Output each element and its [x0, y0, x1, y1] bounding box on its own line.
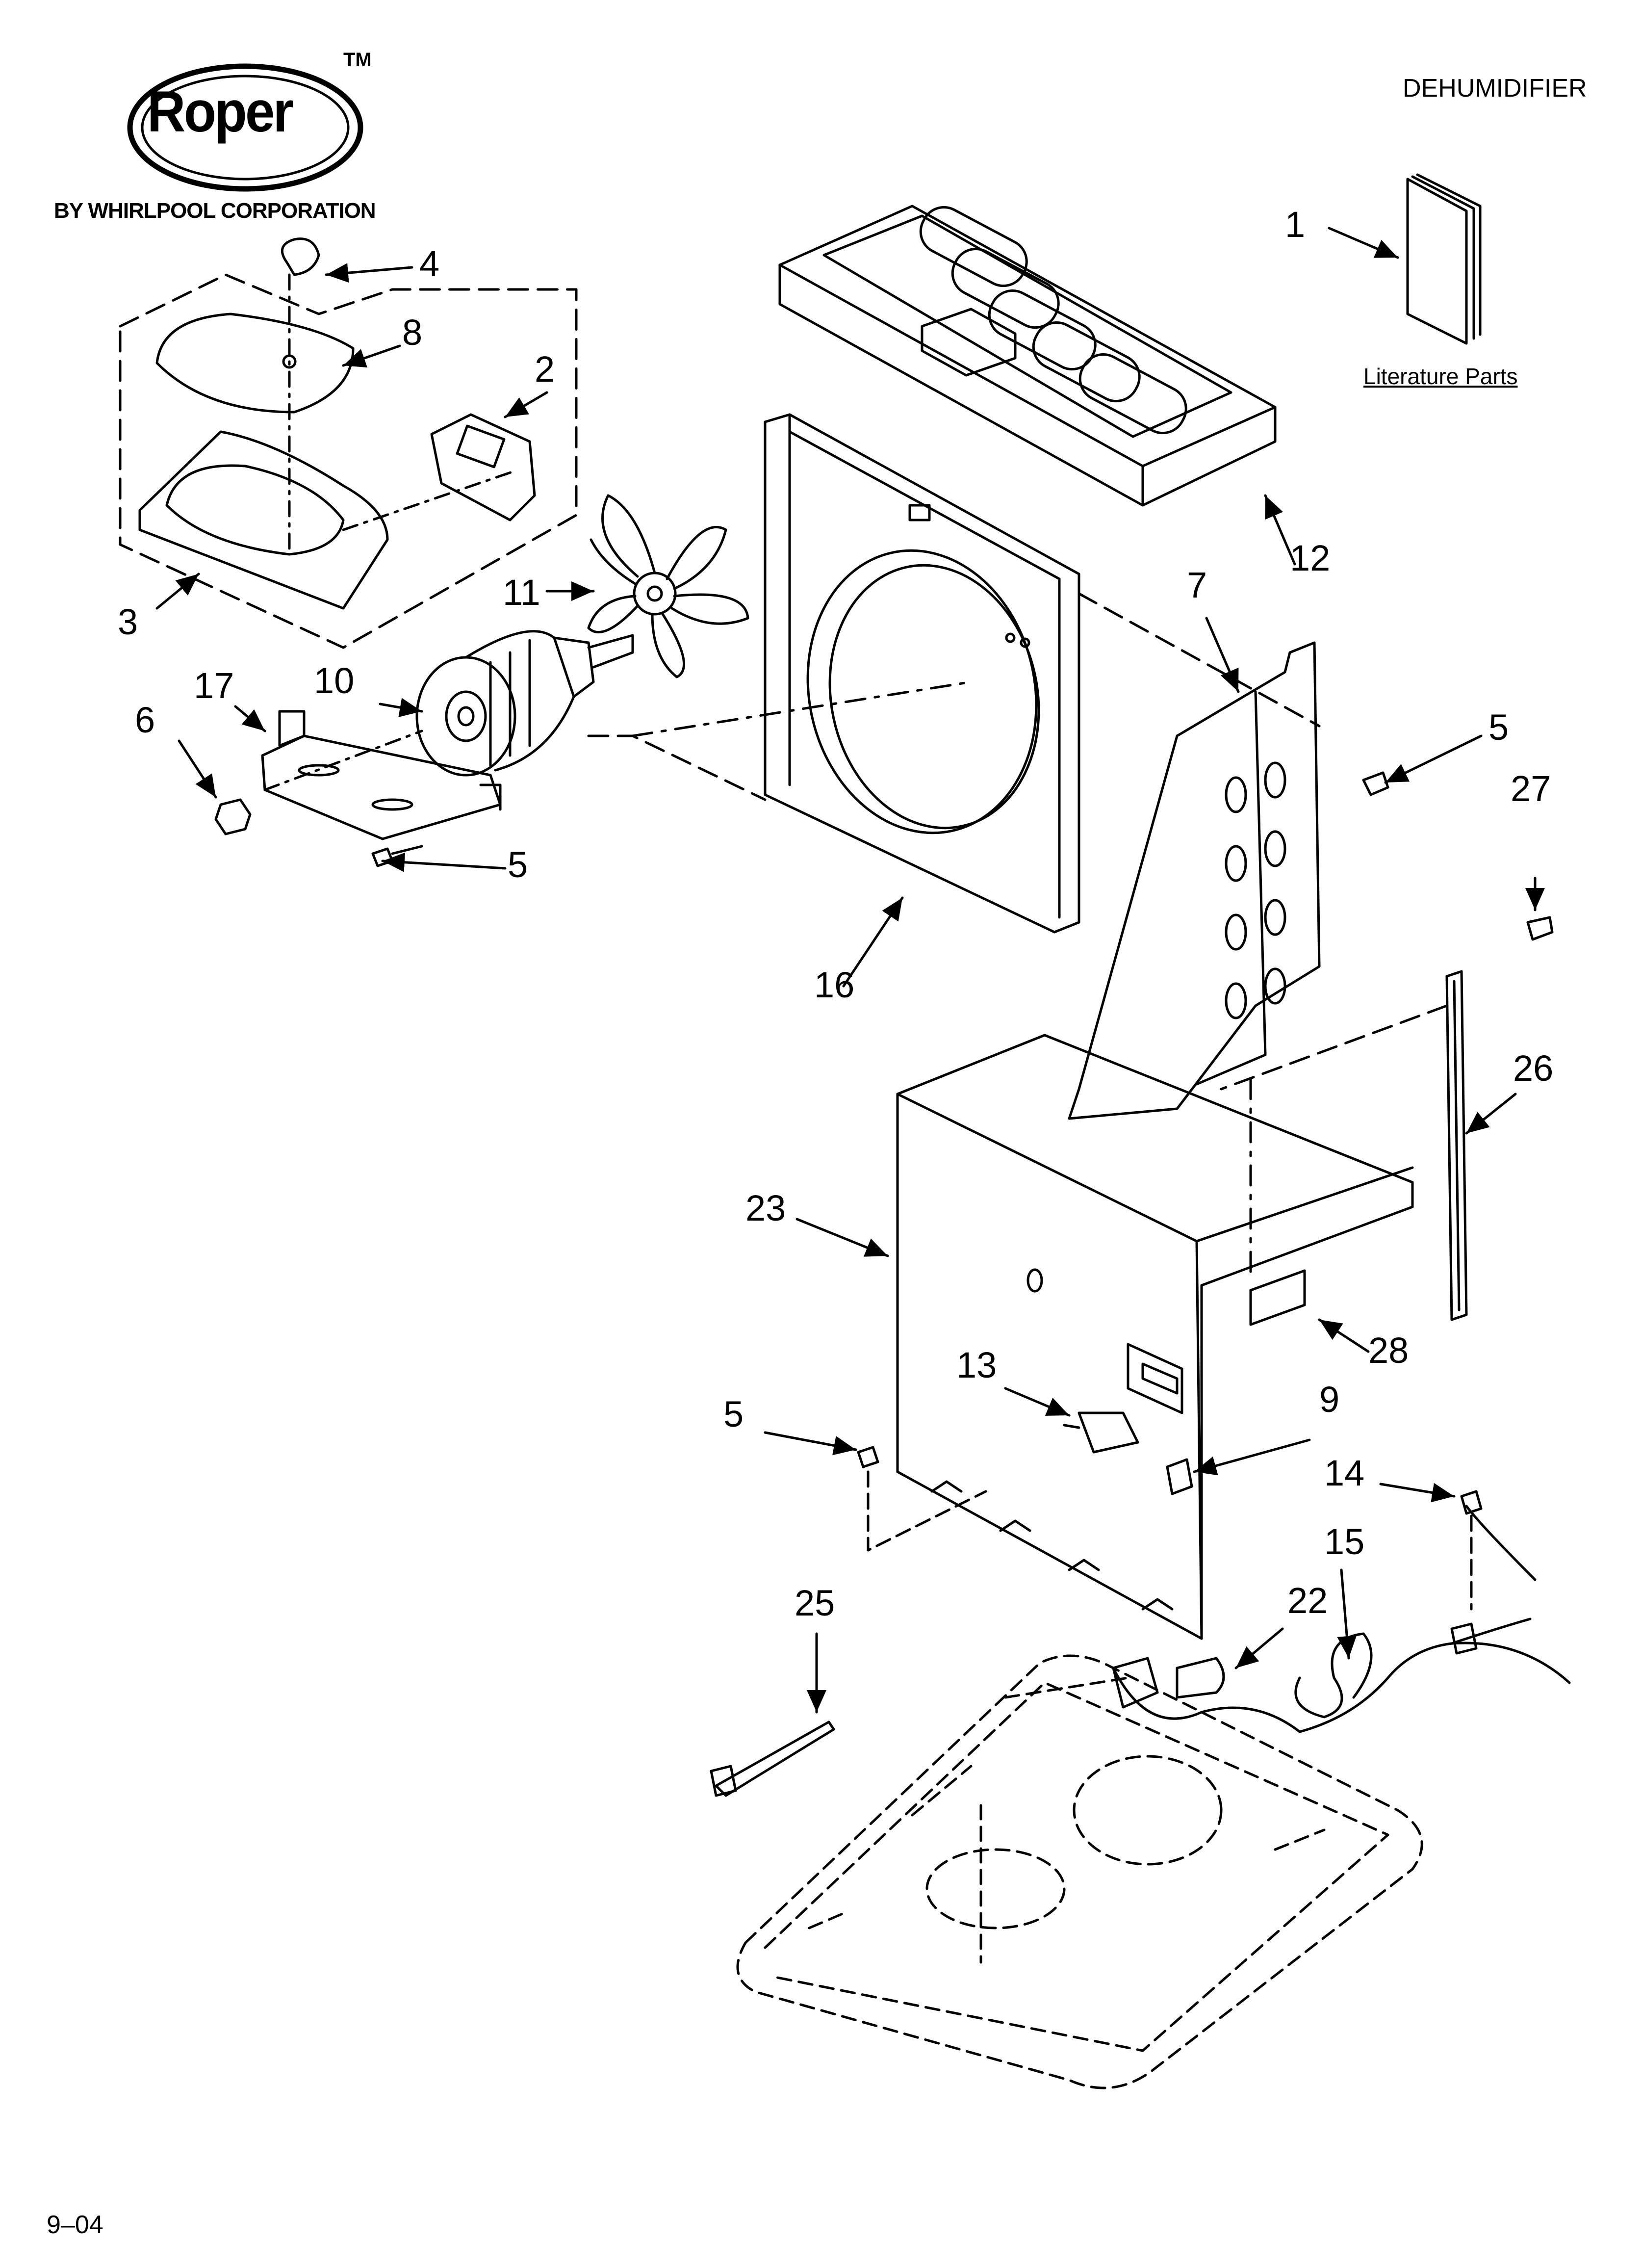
callout-leaders: [155, 227, 1545, 1714]
power-cord-part: [710, 1490, 1571, 1797]
cable-tie-part: [715, 1721, 835, 1797]
control-switch-part: [430, 413, 536, 521]
roper-logo: Roper: [147, 79, 294, 144]
callout-7: 7: [1187, 565, 1207, 605]
callout-13: 13: [956, 1345, 997, 1385]
callout-10: 10: [314, 660, 355, 701]
callout-3: 3: [118, 601, 138, 642]
cord-clamp-part: [1176, 1657, 1225, 1699]
callout-6: 6: [135, 700, 155, 740]
callout-12: 12: [1290, 538, 1331, 578]
fan-shroud-part: [587, 413, 1080, 934]
callout-17: 17: [194, 665, 234, 706]
screw-part: [857, 1446, 879, 1468]
callout-28: 28: [1368, 1330, 1409, 1371]
callout-27: 27: [1511, 768, 1551, 809]
wire-connector-part: [1166, 1458, 1193, 1495]
document-title: DEHUMIDIFIER: [1403, 74, 1587, 103]
callout-15: 15: [1324, 1521, 1365, 1562]
control-panel-group: [119, 237, 578, 649]
cabinet-base-part: [896, 1034, 1414, 1640]
callout-8: 8: [402, 312, 423, 353]
screw-part: [1460, 1490, 1483, 1515]
side-bracket-part: [1220, 916, 1554, 1321]
callout-2: 2: [535, 349, 555, 390]
callout-22: 22: [1287, 1580, 1328, 1621]
callout-1: 1: [1285, 204, 1306, 245]
drain-bracket-part: [1249, 1269, 1306, 1326]
screw-part: [1362, 771, 1389, 796]
hex-nut-part: [214, 798, 252, 835]
callout-5-right: 5: [1488, 707, 1509, 748]
callout-23: 23: [745, 1188, 786, 1228]
top-cover-part: [778, 205, 1277, 507]
screw-part: [371, 847, 394, 867]
page-code: 9–04: [47, 2211, 103, 2239]
callout-14: 14: [1324, 1453, 1365, 1493]
motor-bracket-part: [214, 710, 502, 867]
control-housing-part: [138, 430, 389, 610]
callout-4: 4: [419, 243, 440, 284]
control-knob-part: [281, 237, 320, 276]
trademark-mark: TM: [343, 49, 372, 71]
literature-parts-label: Literature Parts: [1363, 364, 1518, 389]
control-cover-part: [155, 313, 355, 414]
callout-25: 25: [795, 1583, 835, 1623]
literature-book-icon: [1406, 173, 1482, 345]
evaporator-plate-part: [1068, 592, 1389, 1120]
fan-motor-part: [415, 630, 634, 777]
fan-blade-part: [587, 494, 749, 678]
float-switch-part: [857, 1411, 1193, 1552]
callout-9: 9: [1319, 1379, 1340, 1420]
callout-16: 16: [814, 965, 855, 1005]
callout-26: 26: [1513, 1048, 1554, 1089]
callout-5-left: 5: [508, 844, 528, 885]
brand-tagline: BY WHIRLPOOL CORPORATION: [54, 199, 376, 223]
callout-11: 11: [503, 572, 540, 613]
base-tray-hidden-outline: [736, 1654, 1423, 2089]
callout-5-lower: 5: [723, 1394, 744, 1434]
screw-part: [1526, 916, 1554, 941]
roper-logo-oval: [127, 63, 363, 192]
